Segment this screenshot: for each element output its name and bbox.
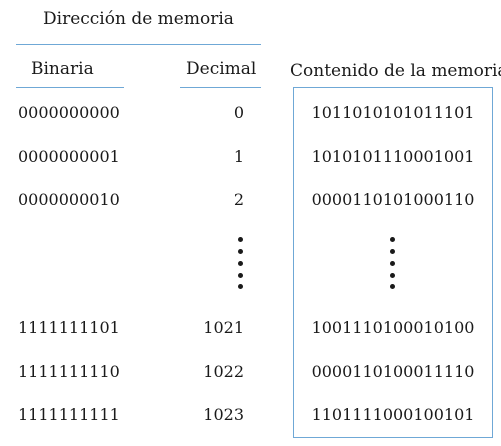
row-4-contents: 0000110100011110	[311, 362, 475, 381]
row-1-decimal: 1	[233, 147, 244, 166]
row-3-decimal: 1021	[203, 318, 244, 337]
row-5-decimal: 1023	[203, 405, 244, 424]
ellipsis-dot-decimal-2	[238, 249, 243, 254]
ellipsis-dot-decimal-1	[238, 237, 243, 242]
column-header-binary: Binaria	[31, 59, 94, 79]
binary-header-underline	[16, 87, 124, 88]
row-2-contents: 0000110101000110	[311, 190, 475, 209]
ellipsis-dot-memory-3	[390, 261, 395, 266]
ellipsis-dot-memory-4	[390, 273, 395, 278]
ellipsis-dot-memory-2	[390, 249, 395, 254]
column-header-contents: Contenido de la memoria	[290, 61, 501, 81]
memory-contents-box	[293, 87, 493, 438]
row-1-contents: 1010101110001001	[311, 147, 475, 166]
row-5-binary: 1111111111	[18, 405, 120, 424]
ellipsis-dot-memory-5	[390, 284, 395, 289]
address-title: Dirección de memoria	[43, 9, 234, 29]
ellipsis-dot-memory-1	[390, 237, 395, 242]
ellipsis-dot-decimal-3	[238, 261, 243, 266]
row-4-binary: 1111111110	[18, 362, 120, 381]
row-1-binary: 0000000001	[18, 147, 120, 166]
row-5-contents: 1101111000100101	[311, 405, 475, 424]
decimal-header-underline	[180, 87, 261, 88]
ellipsis-dot-decimal-5	[238, 284, 243, 289]
column-header-decimal: Decimal	[186, 59, 257, 79]
row-0-binary: 0000000000	[18, 103, 120, 122]
ellipsis-dot-decimal-4	[238, 273, 243, 278]
row-0-decimal: 0	[233, 103, 244, 122]
row-2-binary: 0000000010	[18, 190, 120, 209]
row-2-decimal: 2	[233, 190, 244, 209]
row-4-decimal: 1022	[203, 362, 244, 381]
row-3-binary: 1111111101	[18, 318, 120, 337]
address-title-underline	[16, 44, 261, 45]
row-3-contents: 1001110100010100	[311, 318, 475, 337]
row-0-contents: 1011010101011101	[311, 103, 475, 122]
